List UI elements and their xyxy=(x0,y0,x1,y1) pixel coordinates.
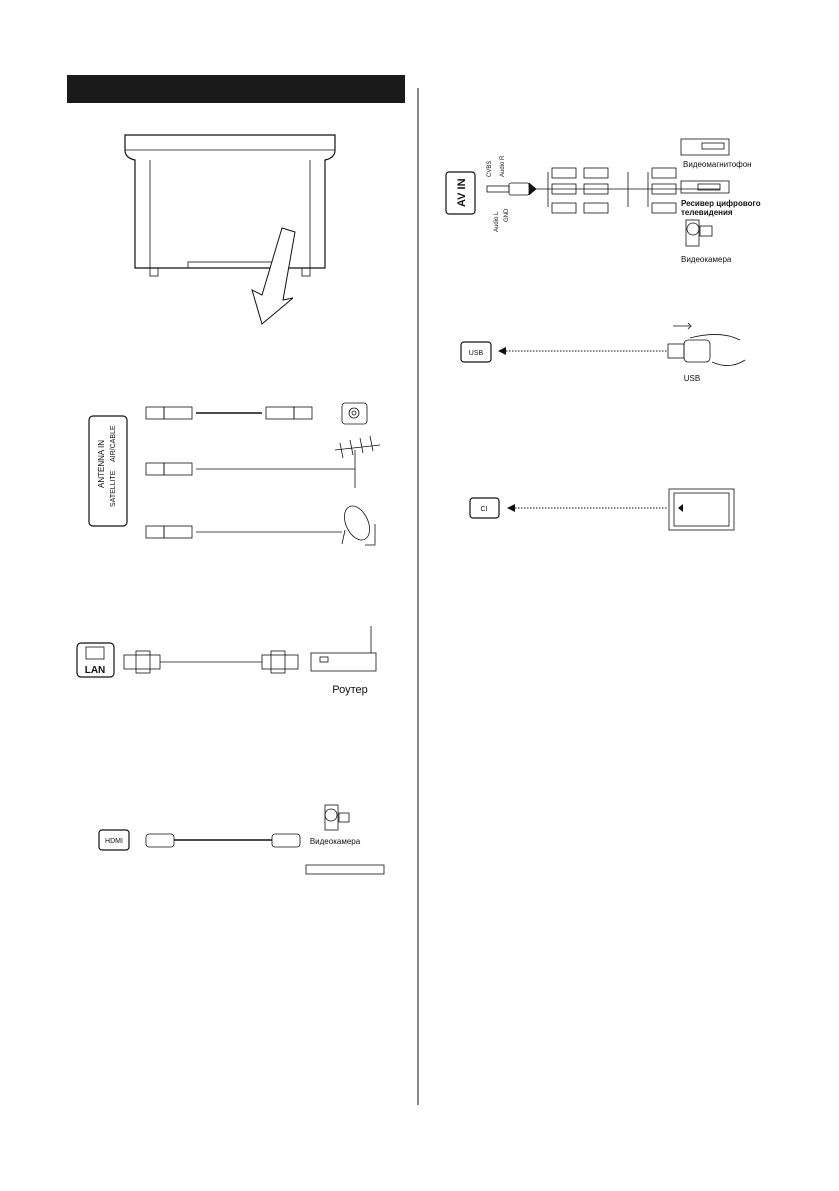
antenna-panel xyxy=(88,415,128,527)
usb-connection: USB USB xyxy=(460,322,746,383)
lan-port xyxy=(76,642,115,678)
ci-connection: CI xyxy=(469,488,735,531)
router-label: Роутер xyxy=(332,684,368,696)
hdmi-camcorder-label: Видеокамера xyxy=(310,837,361,846)
usb-device-label: USB xyxy=(684,374,700,383)
tv-rear-illustration xyxy=(124,134,336,325)
antenna-connection: ANTENNA IN AIR/CABLE SATELLITE xyxy=(88,402,381,546)
satellite-label: SATELLITE xyxy=(110,470,117,507)
antenna-in-label: ANTENNA IN xyxy=(97,440,106,488)
lan-connection: LAN Роутер xyxy=(76,626,377,696)
section-header-bar xyxy=(67,75,405,103)
audio-l-label: Audio L xyxy=(494,211,500,232)
receiver-label-line1: Ресивер цифрового xyxy=(681,199,761,208)
receiver-label-line2: телевидения xyxy=(681,208,733,217)
av-in-label: AV IN xyxy=(456,178,468,207)
av-in-port xyxy=(445,171,476,215)
cvbs-label: CVBS xyxy=(487,161,493,177)
av-connection: AV IN CVBS Audio R Audio L GND Видеомагн… xyxy=(445,138,761,264)
usb-port-label: USB xyxy=(469,350,484,357)
vcr-label: Видеомагнитофон xyxy=(683,160,752,169)
ci-card-arrow-icon xyxy=(678,504,683,512)
arrow-icon xyxy=(251,227,296,325)
air-cable-label: AIR/CABLE xyxy=(110,425,117,462)
hdmi-port xyxy=(98,829,130,851)
hdmi-port-label: HDMI xyxy=(105,838,123,845)
ci-port xyxy=(469,497,500,519)
av-camcorder-label: Видеокамера xyxy=(681,255,732,264)
usb-port xyxy=(460,341,492,363)
gnd-label: GND xyxy=(504,208,510,222)
audio-r-label: Audio R xyxy=(500,155,506,177)
ci-port-label: CI xyxy=(481,506,488,513)
lan-port-label: LAN xyxy=(85,665,106,676)
hdmi-connection: HDMI Видеокамера xyxy=(98,804,385,875)
